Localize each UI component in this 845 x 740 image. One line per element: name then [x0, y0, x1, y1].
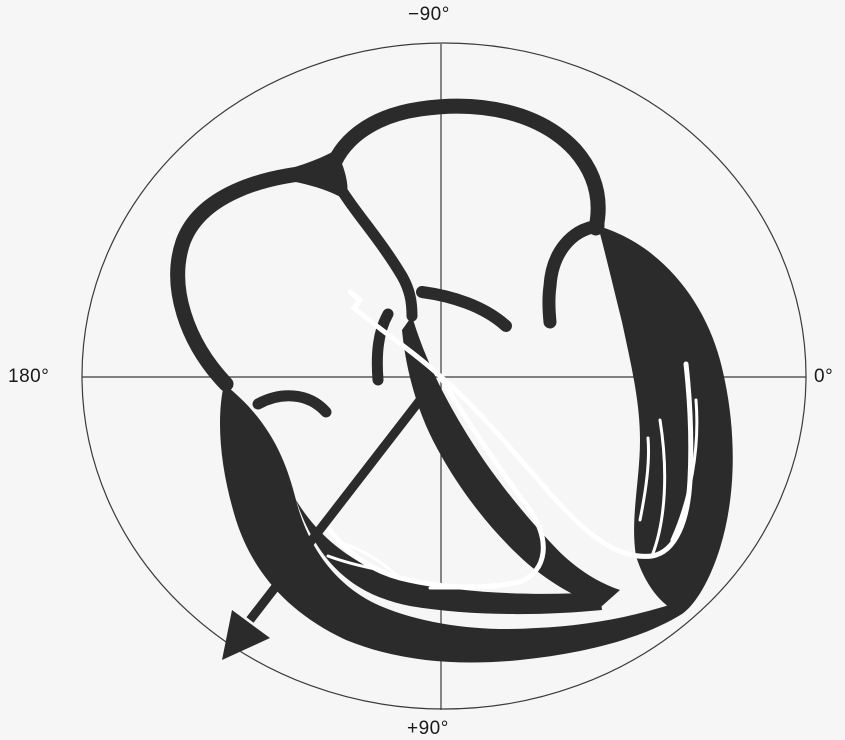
mitral-leaflet-right	[549, 226, 598, 322]
right-atrium-wall	[178, 172, 320, 384]
interventricular-septum	[402, 316, 620, 606]
mitral-leaflet-left	[422, 292, 506, 326]
axis-arrow-head	[222, 610, 270, 660]
axis-label-minus-90: −90°	[408, 4, 450, 26]
atrial-roof-wall	[330, 106, 598, 228]
axis-label-0: 0°	[814, 366, 833, 388]
axis-label-180: 180°	[8, 366, 49, 388]
left-ventricle-wall	[598, 226, 733, 614]
tricuspid-leaflet-left	[258, 396, 326, 412]
atrial-junction-fill	[256, 150, 348, 200]
axis-label-plus-90: +90°	[407, 718, 449, 740]
his-bundle	[350, 292, 440, 376]
tricuspid-leaflet-right	[377, 314, 388, 380]
